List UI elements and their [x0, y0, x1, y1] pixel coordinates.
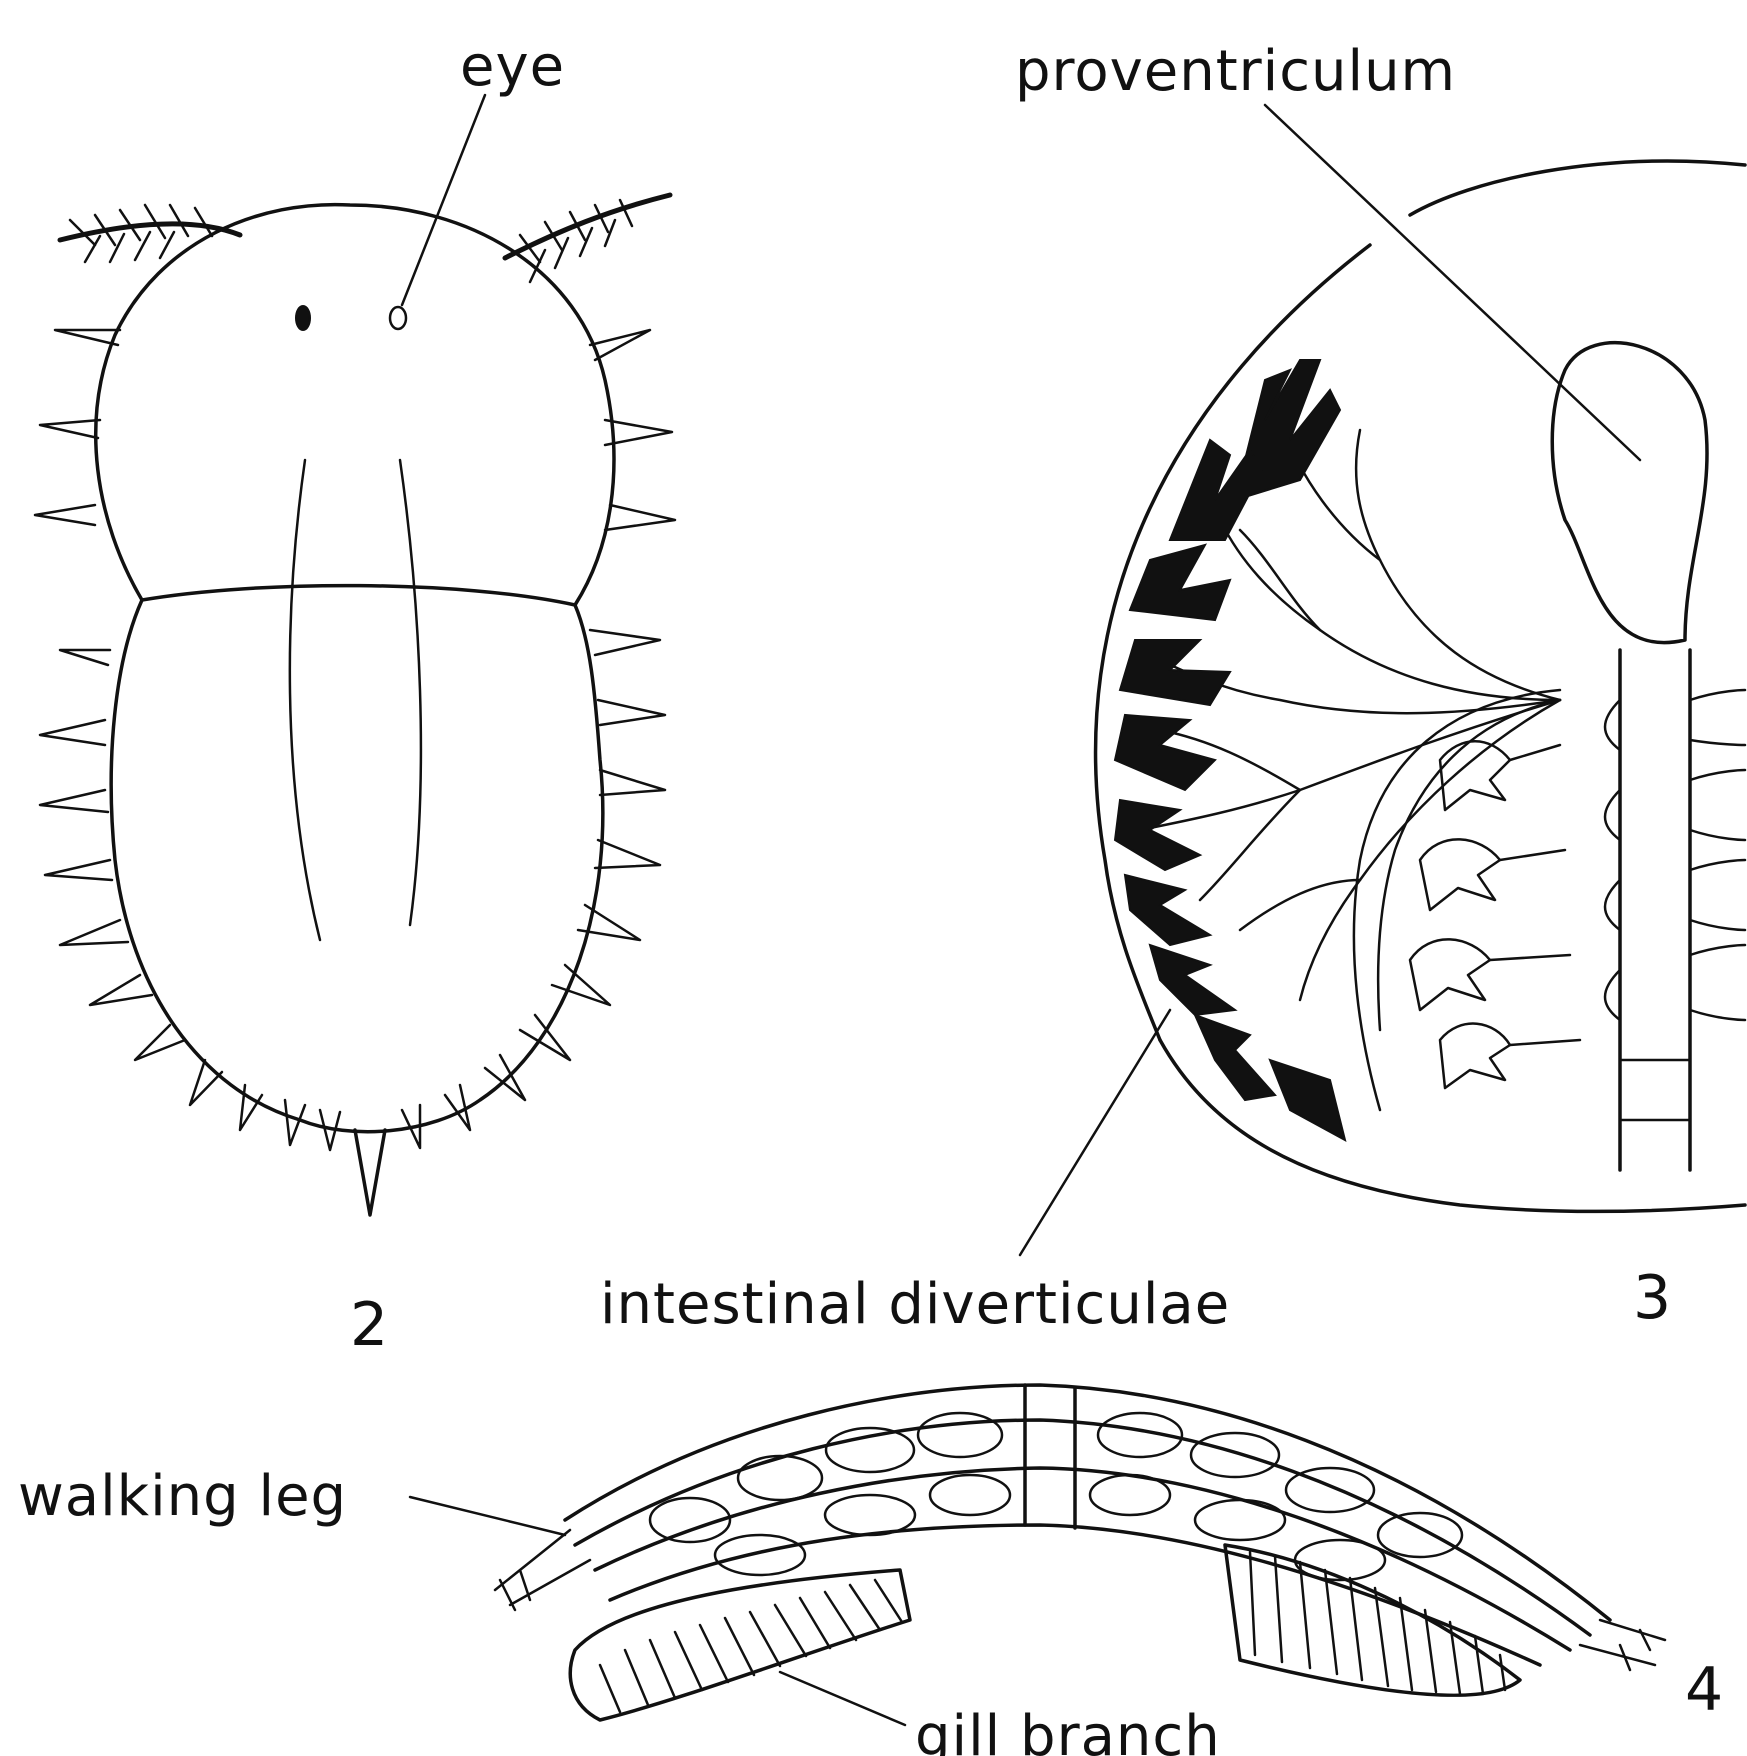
central-segment [1025, 1385, 1075, 1528]
gill-branch-leader-line [780, 1672, 905, 1725]
gut-column-segments [1605, 690, 1745, 1120]
larva-tail-spine [355, 1130, 385, 1215]
larva-median-line-left [290, 460, 320, 940]
eye-leader-line [402, 95, 485, 305]
proventriculum-label: proventriculum [1015, 39, 1456, 104]
leg-tip-right [1580, 1620, 1665, 1670]
gill-branch-label: gill branch [915, 1704, 1221, 1756]
figure-3-number: 3 [1633, 1263, 1671, 1333]
figure-2-number: 2 [350, 1290, 388, 1360]
figure-2-larva: eye 2 [35, 34, 675, 1360]
larva-eye-left [296, 306, 310, 330]
walking-leg-label: walking leg [18, 1464, 347, 1529]
diverticulae-leader-line [1020, 1010, 1170, 1255]
leg-tip-left [495, 1530, 590, 1610]
larva-segment-line [142, 586, 575, 605]
larva-body-outline [111, 600, 603, 1132]
gill-branch-right [1225, 1545, 1520, 1695]
larva-eye-right [390, 307, 406, 329]
eye-label: eye [460, 34, 565, 99]
figure-4-cross-section: walking leg gill branch 4 [18, 1385, 1723, 1756]
walking-leg-leader-line [410, 1497, 565, 1535]
body-outline-upper-arc [1410, 161, 1745, 215]
figure-3-digestive-tract: proventriculum intestinal diverticulae 3 [600, 39, 1745, 1337]
intestinal-diverticulae-label: intestinal diverticulae [600, 1272, 1230, 1337]
diverticula-dense-mass [1115, 360, 1345, 1140]
larva-antenna-right [505, 195, 670, 282]
larva-spines-left [35, 330, 340, 1150]
larva-head-outline [96, 205, 614, 605]
leg-segments [650, 1413, 1462, 1580]
gut-column [1620, 650, 1690, 1170]
larva-median-line-right [400, 460, 421, 925]
figure-4-number: 4 [1685, 1655, 1723, 1725]
leg-band-base [610, 1525, 1540, 1665]
proventriculum-sac [1552, 343, 1707, 643]
gill-branch-left [570, 1570, 910, 1720]
larva-spines-right [402, 330, 675, 1148]
